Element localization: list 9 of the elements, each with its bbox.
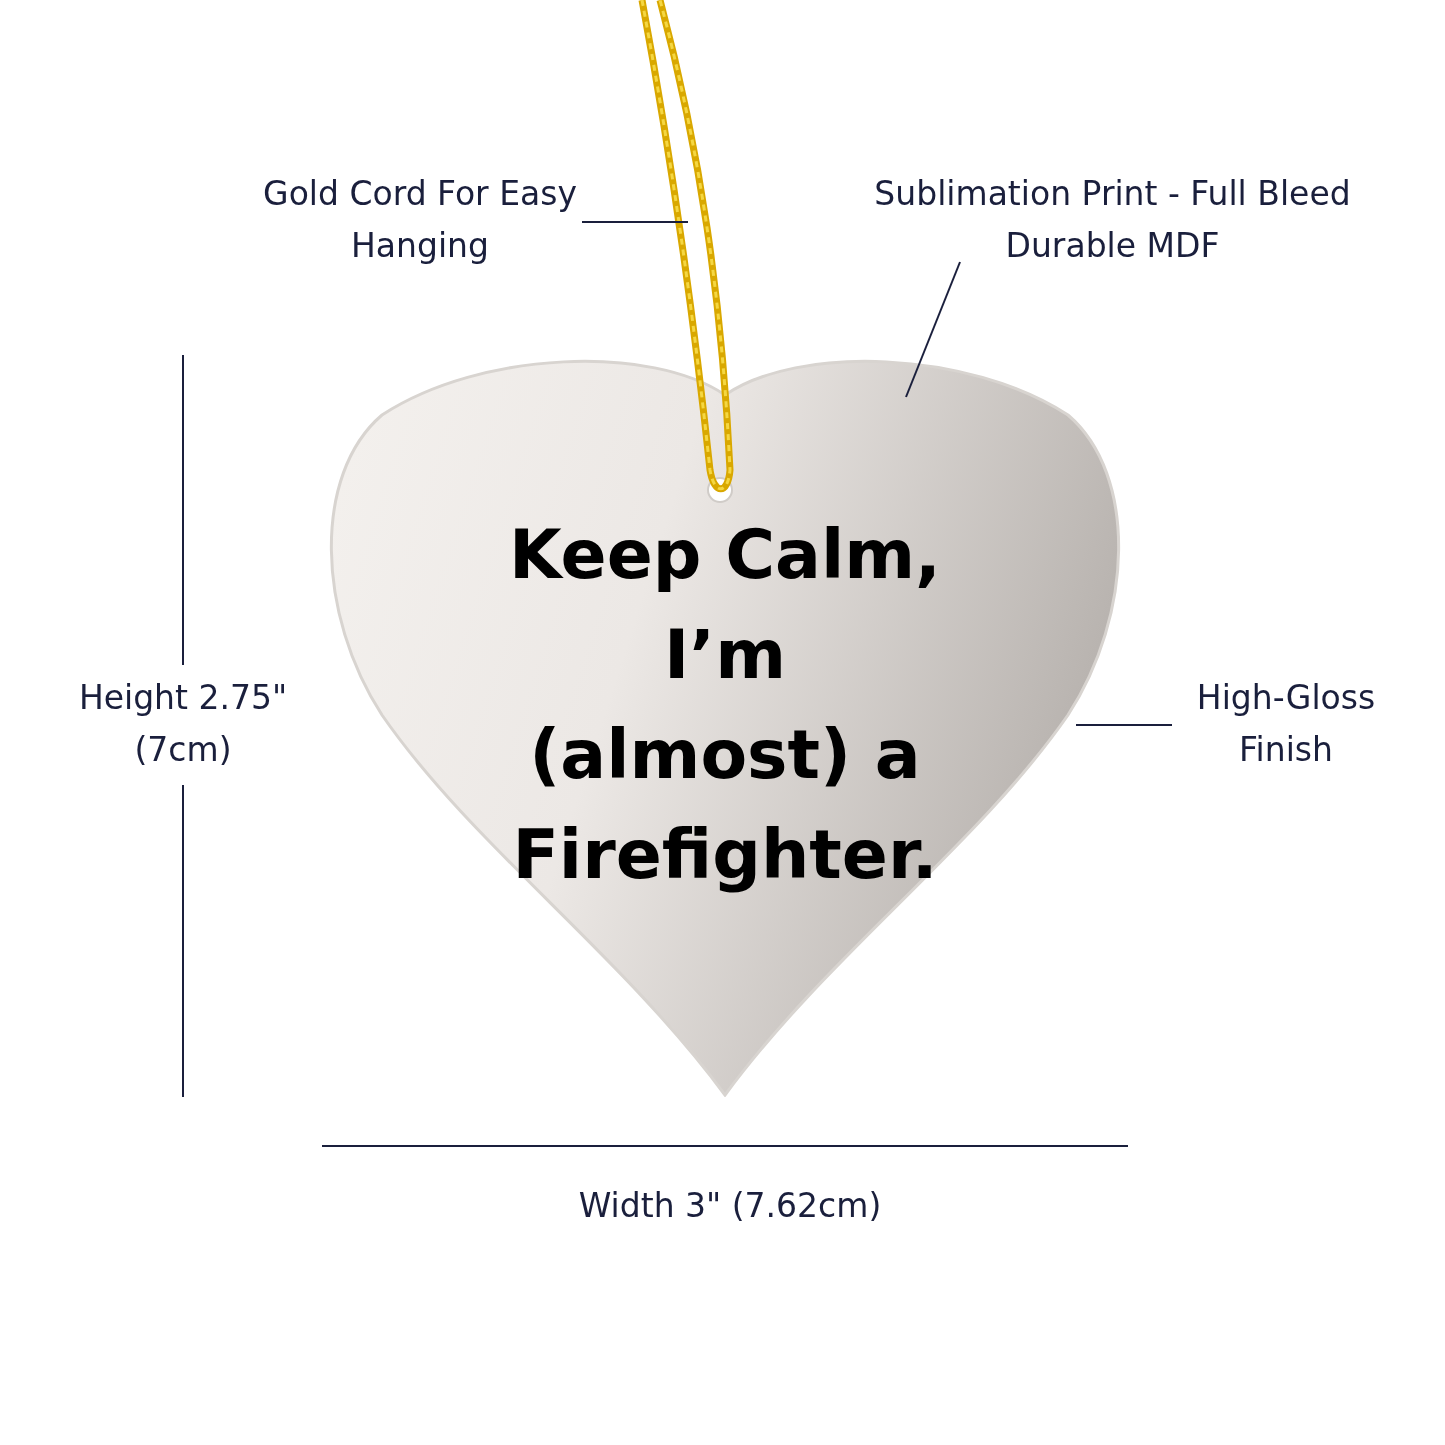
- leader-line: [905, 261, 961, 398]
- callout-text: Gold Cord For Easy Hanging: [227, 168, 613, 272]
- leader-line: [1075, 724, 1173, 726]
- dimension-label: Height 2.75" (7cm): [78, 677, 288, 771]
- callout-text: Sublimation Print - Full Bleed Durable MDF: [840, 168, 1385, 272]
- callout-text: High-Gloss Finish: [1172, 672, 1400, 776]
- leader-line: [581, 221, 689, 223]
- dimension-label: Width 3" (7.62cm): [577, 1185, 883, 1227]
- printed-slogan: Keep Calm, I’m (almost) a Firefighter.: [508, 514, 942, 896]
